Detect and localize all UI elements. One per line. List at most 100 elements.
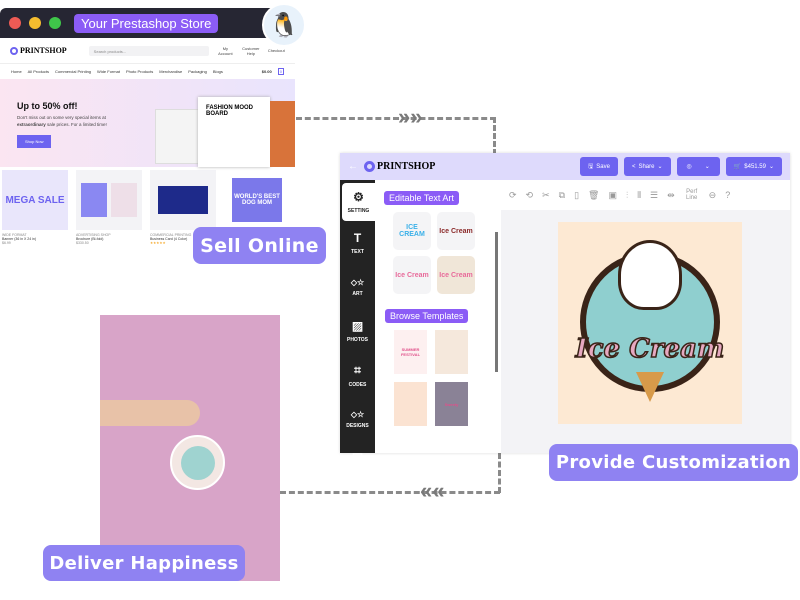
sticker-image	[170, 435, 225, 490]
product-category: WIDE FORMAT	[2, 233, 27, 237]
product-card[interactable]: WORLD'S BEST DOG MOM	[224, 170, 290, 245]
product-rating: ★★★★★	[150, 241, 166, 245]
minus-circle-icon[interactable]: ⊖	[708, 189, 717, 200]
nav-photo-products[interactable]: Photo Products	[125, 69, 154, 74]
window-title: Your Prestashop Store	[74, 13, 219, 33]
image-icon[interactable]: ▣	[608, 189, 617, 200]
design-canvas[interactable]: Ice Cream	[558, 222, 742, 424]
layers-icon[interactable]: ☰	[650, 189, 659, 200]
spacing-icon[interactable]: ⇹	[667, 189, 675, 200]
nav-packaging[interactable]: Packaging	[188, 69, 207, 74]
text-art-item[interactable]: Ice Cream	[437, 212, 475, 250]
nav-blogs[interactable]: Blogs	[212, 69, 223, 74]
user-icon: ◎	[686, 164, 692, 170]
product-image: WORLD'S BEST DOG MOM	[232, 178, 282, 222]
sidebar-label: ART	[352, 290, 363, 297]
logo-icon	[364, 161, 375, 172]
moodboard-poster: FASHION MOOD BOARD	[198, 97, 270, 167]
image-icon: ▨	[351, 319, 364, 333]
text-art-heading: Editable Text Art	[384, 191, 459, 205]
help-icon[interactable]: ?	[725, 190, 731, 200]
logo-text: PRINTSHOP	[20, 46, 67, 55]
sidebar-label: DESIGNS	[346, 422, 369, 429]
sidebar-label: PHOTOS	[346, 337, 369, 343]
checkout-link[interactable]: Checkout	[267, 48, 285, 53]
template-item[interactable]: Sweety	[435, 382, 468, 426]
template-item[interactable]	[435, 330, 468, 374]
sidebar-item-designs[interactable]: ◇☆DESIGNS	[340, 397, 375, 441]
sidebar-item-setting[interactable]: ⚙SETTING	[342, 183, 375, 221]
close-dot[interactable]	[9, 17, 21, 29]
editor-toolbar: ⟳ ⟲ ✂ ⧉ ▯ 🗑 ▣ ⫶ ⫴ ☰ ⇹ Perf Line ⊖?	[501, 180, 790, 210]
cart-icon: 🛒	[733, 164, 742, 170]
product-name: Business Card (4 Color)	[150, 237, 188, 241]
product-price: $330.50	[76, 241, 89, 245]
poster-image	[270, 101, 295, 167]
store-logo[interactable]: PRINTSHOP	[10, 46, 67, 55]
arrow-left-icon[interactable]: ←	[348, 161, 358, 172]
cart-button[interactable]: 🛒$451.59⌄	[725, 157, 782, 176]
chevron-down-icon: ⌄	[657, 164, 663, 170]
nav-all-products[interactable]: All Products	[27, 69, 50, 74]
sidebar-item-codes[interactable]: ⌗ CODES	[340, 353, 375, 397]
undo-icon[interactable]: ⟲	[525, 189, 534, 200]
cart-total: $451.59	[744, 163, 766, 170]
cut-icon[interactable]: ✂	[542, 189, 550, 200]
minimize-dot[interactable]	[29, 17, 41, 29]
panel-scrollbar[interactable]	[495, 232, 498, 372]
nav-commercial-printing[interactable]: Commercial Printing	[55, 69, 92, 74]
logo-text: PRINTSHOP	[377, 161, 436, 172]
distribute-icon[interactable]: ⫴	[637, 189, 642, 200]
template-item[interactable]: SUMMER FESTIVAL	[394, 330, 427, 374]
hero-text-1: Don't miss out on some very special item…	[17, 115, 106, 120]
chevron-down-icon: ⌄	[704, 164, 710, 170]
sidebar-item-photos[interactable]: ▨ PHOTOS	[340, 309, 375, 353]
nav-merchandise[interactable]: Merchandise	[159, 69, 183, 74]
copy-icon[interactable]: ⧉	[558, 189, 566, 200]
connector-line	[280, 491, 500, 494]
paste-icon[interactable]: ▯	[574, 189, 580, 200]
nav-wide-format[interactable]: Wide Format	[97, 69, 120, 74]
perf-line-toggle[interactable]: Perf Line	[685, 189, 698, 201]
hero-text: Don't miss out on some very special item…	[17, 115, 127, 129]
double-chevron-right-icon: »»	[398, 104, 423, 129]
sidebar-item-background[interactable]: ▭BACKGROUND	[340, 441, 375, 485]
title-bar: Your Prestashop Store	[0, 8, 295, 38]
deliver-happiness-label: Deliver Happiness	[43, 545, 245, 581]
my-account-link[interactable]: My Account	[218, 45, 233, 56]
search-input[interactable]: Search products...	[88, 45, 209, 56]
cart-total[interactable]: $0.00	[261, 69, 272, 74]
share-button[interactable]: <Share⌄	[623, 157, 671, 176]
redo-icon[interactable]: ⟳	[509, 189, 517, 200]
connector-line	[296, 117, 496, 120]
hero-text-bold: extraordinary	[17, 121, 46, 127]
template-item[interactable]	[394, 382, 427, 426]
align-icon[interactable]: ⫶	[625, 189, 629, 200]
sidebar-item-art[interactable]: ◇☆ART	[340, 265, 375, 309]
text-art-item[interactable]: Ice Cream	[393, 256, 431, 294]
product-image	[76, 170, 142, 230]
text-art-item[interactable]: ICE CREAM	[393, 212, 431, 250]
qr-code-icon: ⌗	[354, 362, 361, 377]
shop-now-button[interactable]: Shop Now	[17, 134, 52, 148]
sidebar-label: CODES	[348, 381, 367, 388]
text-art-item[interactable]: Ice Cream	[437, 256, 475, 294]
delete-icon[interactable]: 🗑	[588, 189, 600, 200]
store-nav: Home All Products Commercial Printing Wi…	[0, 64, 295, 79]
save-icon: 🖫	[588, 163, 594, 170]
account-button[interactable]: ◎⌄	[676, 157, 720, 176]
store-header: PRINTSHOP Search products... My Account …	[0, 38, 295, 64]
cart-count[interactable]: 0	[277, 68, 284, 75]
ice-cream-scoop	[618, 240, 682, 310]
maximize-dot[interactable]	[49, 17, 61, 29]
store-browser-window: Your Prestashop Store PRINTSHOP Search p…	[0, 8, 295, 258]
customer-help-link[interactable]: Customer Help	[242, 45, 260, 56]
nav-home[interactable]: Home	[11, 69, 22, 74]
save-button[interactable]: 🖫Save	[580, 157, 618, 176]
sell-online-label: Sell Online	[193, 227, 326, 264]
